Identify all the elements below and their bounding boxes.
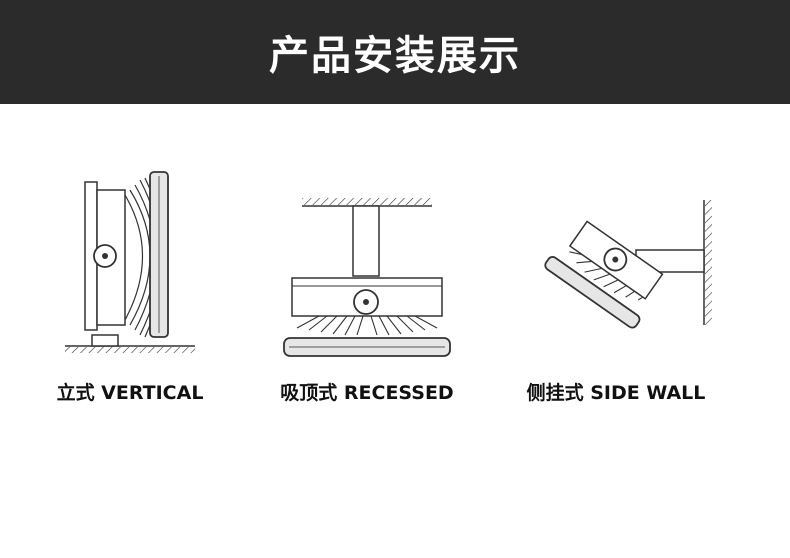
ceiling-mount-illustration [283, 198, 451, 357]
vertical-mount-illustration [65, 171, 195, 353]
caption-vertical: 立式 VERTICAL [56, 382, 204, 404]
header-bar: 产品安装展示 [0, 0, 790, 104]
mount-ceiling: 吸顶式 RECESSED [247, 160, 487, 410]
caption-wall: 侧挂式 SIDE WALL [526, 382, 706, 404]
page-title: 产品安装展示 [269, 33, 521, 79]
mount-vertical: 立式 VERTICAL [10, 160, 250, 410]
caption-ceiling: 吸顶式 RECESSED [280, 382, 454, 404]
mount-wall: 侧挂式 SIDE WALL [496, 160, 736, 410]
wall-mount-illustration [544, 200, 712, 329]
